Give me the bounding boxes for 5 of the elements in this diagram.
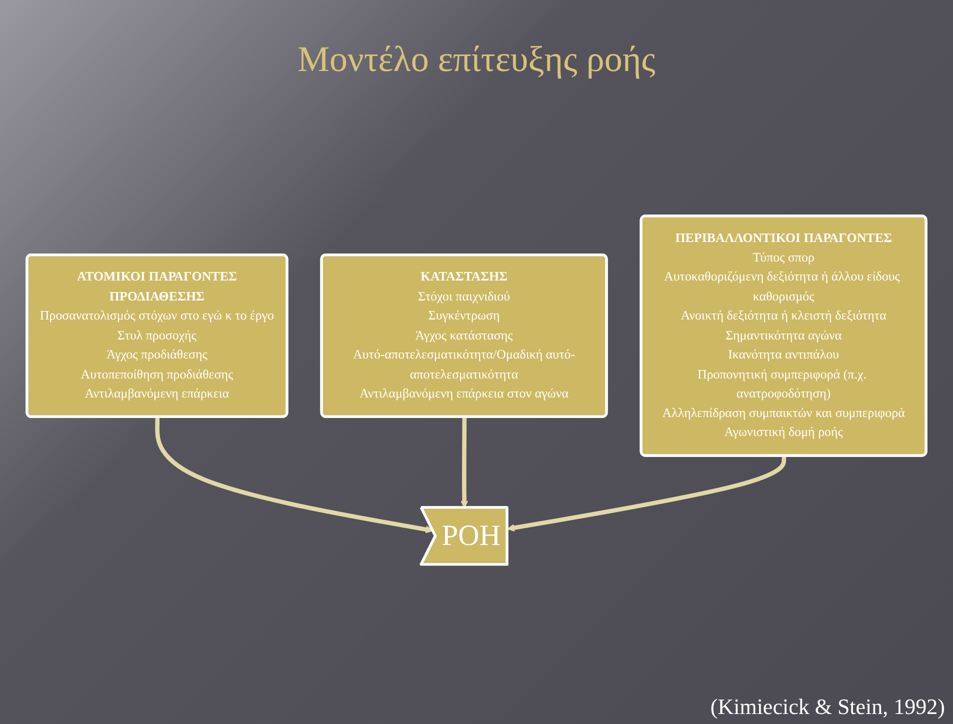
arrow [507,456,786,532]
citation: (Kimiecick & Stein, 1992) [710,694,945,720]
arrow [460,416,468,508]
arrow [155,416,434,534]
slide-title: Μοντέλο επίτευξης ροής [296,38,656,80]
